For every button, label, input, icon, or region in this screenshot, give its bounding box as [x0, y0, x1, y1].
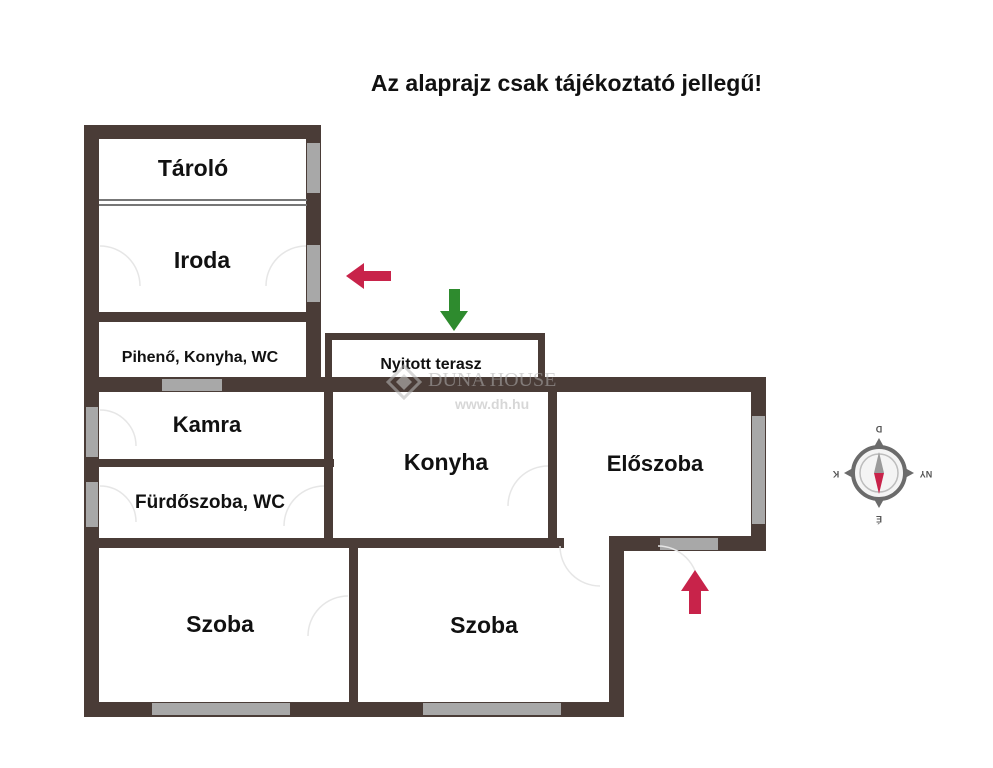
duna-house-logo-icon	[385, 363, 423, 401]
compass-south: É	[876, 514, 882, 524]
floorplan-disclaimer: Az alaprajz csak tájékoztató jellegű!	[370, 70, 763, 96]
compass-east: NY	[920, 469, 933, 479]
room-label-konyha: Konyha	[404, 449, 489, 475]
compass-north: D	[875, 424, 882, 434]
compass-west: K	[832, 469, 839, 479]
room-label-előszoba: Előszoba	[607, 451, 704, 476]
windows	[86, 143, 765, 715]
entry-arrow-icon	[346, 263, 391, 289]
duna-house-watermark: DUNA HOUSE www.dh.hu	[385, 363, 556, 412]
door-swings	[99, 245, 699, 637]
room-labels: Tároló Iroda Pihenő, Konyha, WC Nyitott …	[122, 155, 704, 638]
terrace-arrow-icon	[440, 289, 468, 331]
terrace-outline	[325, 333, 545, 383]
interior-walls	[84, 199, 564, 706]
watermark-url: www.dh.hu	[454, 396, 529, 412]
room-label-szoba-1: Szoba	[186, 611, 254, 637]
room-label-kamra: Kamra	[173, 412, 242, 437]
compass-icon: D É K NY	[832, 424, 932, 524]
room-label-taroló: Tároló	[158, 155, 228, 181]
entry-arrow-icon	[681, 570, 709, 614]
room-label-pihenő: Pihenő, Konyha, WC	[122, 349, 279, 366]
room-label-fürdőszoba: Fürdőszoba, WC	[135, 492, 285, 513]
watermark-brand: DUNA HOUSE	[428, 369, 556, 391]
room-label-iroda: Iroda	[174, 247, 230, 273]
room-label-szoba-2: Szoba	[450, 612, 518, 638]
